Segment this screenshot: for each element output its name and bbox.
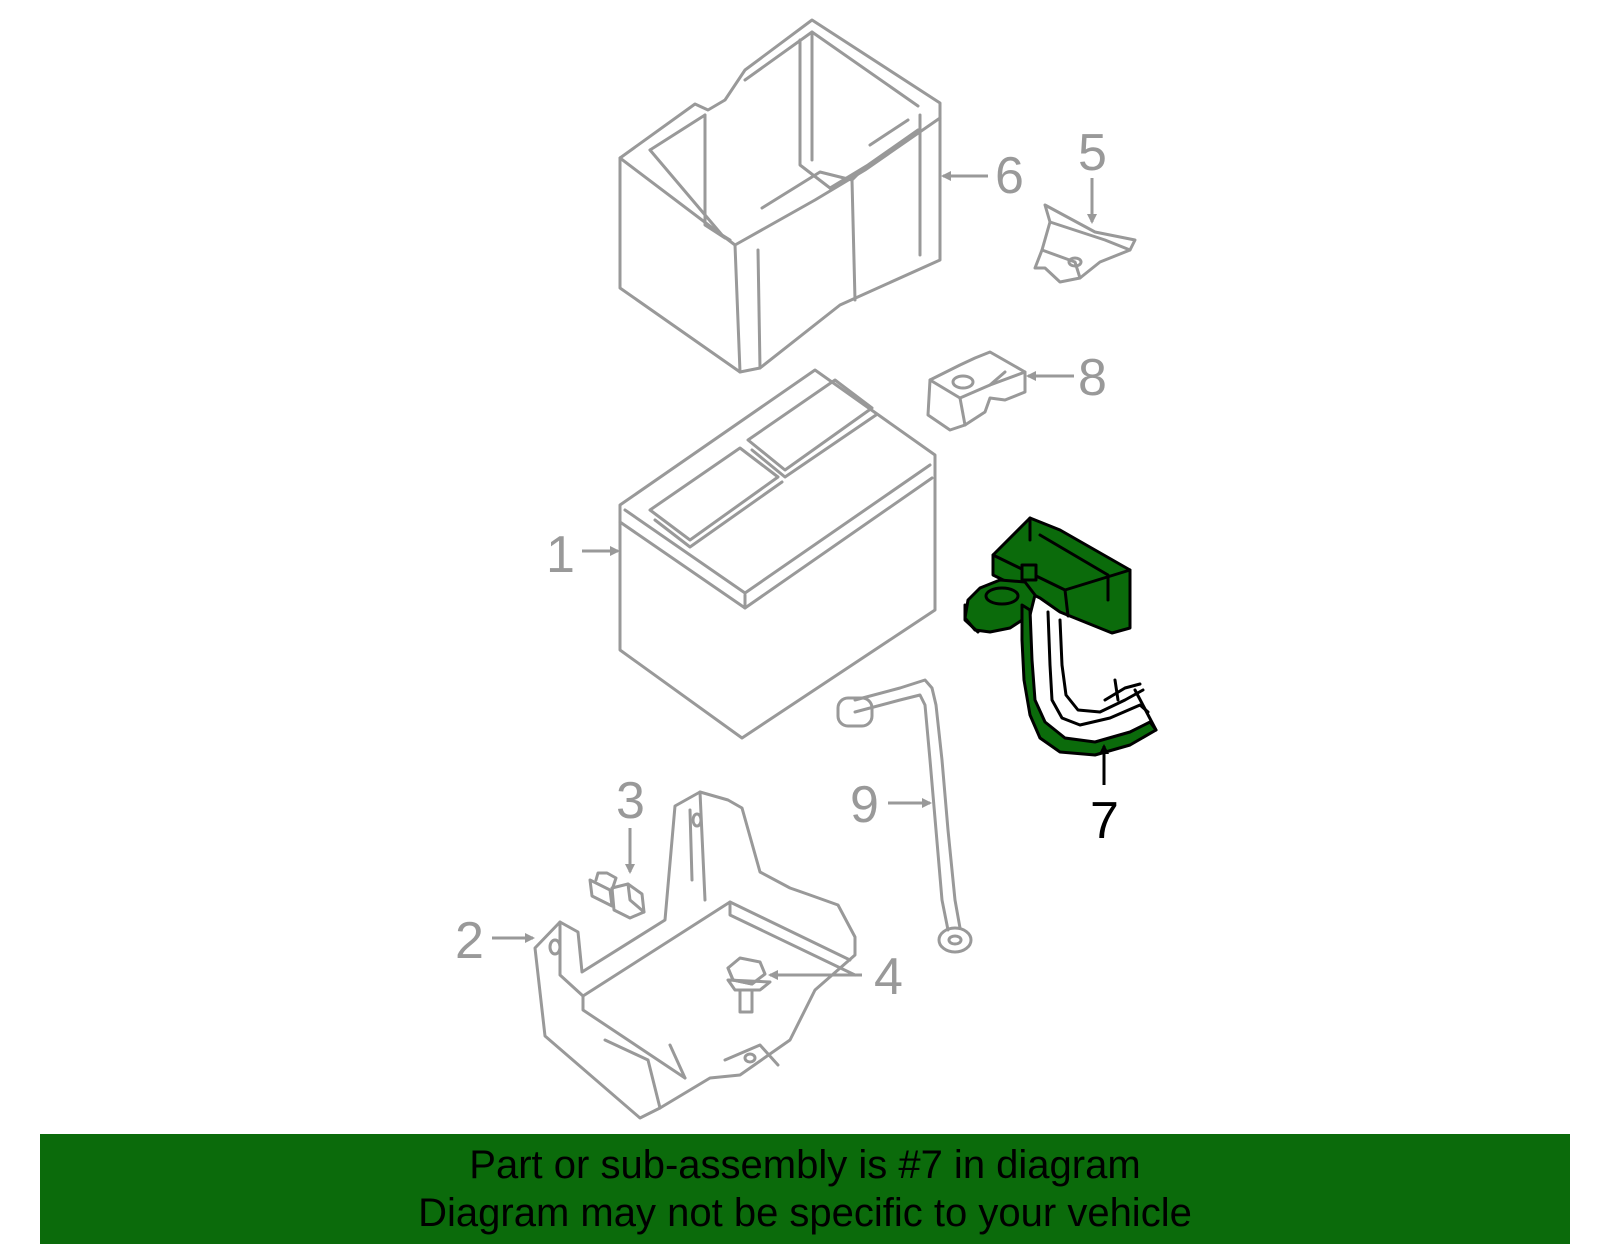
banner-line-part-number: Part or sub-assembly is #7 in diagram — [469, 1143, 1141, 1187]
callout-8: 8 — [1078, 349, 1107, 407]
callout-5: 5 — [1078, 124, 1107, 182]
callout-numbers: 1 2 3 4 5 6 7 8 9 — [455, 124, 1119, 1006]
callout-1: 1 — [546, 526, 575, 584]
part-1-battery — [618, 368, 937, 740]
part-4-bolt — [726, 956, 772, 1014]
banner-line-disclaimer: Diagram may not be specific to your vehi… — [418, 1191, 1192, 1235]
callout-6: 6 — [995, 147, 1024, 205]
part-7-positive-cable-assembly — [963, 516, 1158, 757]
part-6-battery-cover — [618, 18, 942, 374]
callout-2: 2 — [455, 912, 484, 970]
callout-7: 7 — [1090, 792, 1119, 850]
part-9-negative-cable — [836, 678, 973, 954]
leader-lines — [492, 171, 1109, 980]
part-3-bolt — [588, 871, 646, 920]
part-5-hold-down-clamp — [1033, 203, 1137, 284]
part-2-battery-tray — [533, 790, 857, 1120]
callout-4: 4 — [874, 948, 903, 1006]
callout-9: 9 — [850, 776, 879, 834]
part-8-terminal-cover — [926, 350, 1027, 432]
callout-3: 3 — [616, 772, 645, 830]
info-banner: Part or sub-assembly is #7 in diagram Di… — [40, 1134, 1570, 1244]
